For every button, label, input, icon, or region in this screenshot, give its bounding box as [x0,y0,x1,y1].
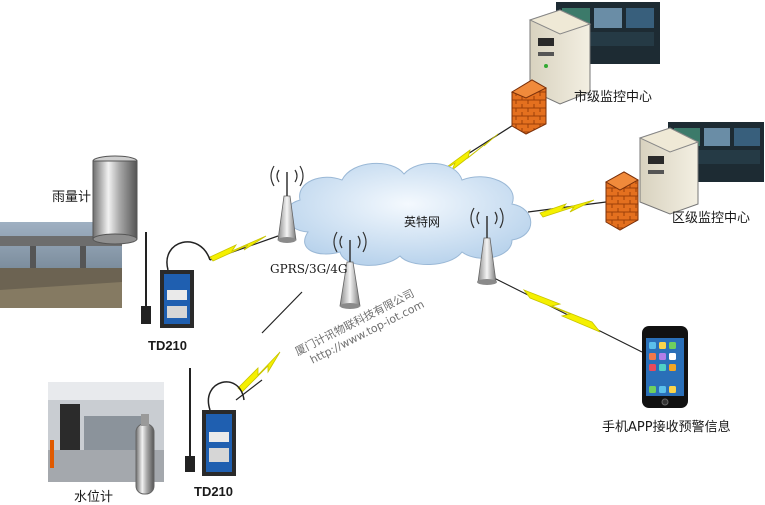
link-device-bottom [235,379,263,401]
label-gprs: GPRS/3G/4G [270,262,348,276]
label-td210-top: TD210 [148,338,188,353]
td210-device-bottom [185,368,245,476]
tower-gprs [270,165,304,243]
td210-device-top [141,232,211,328]
flood-scene-image [0,222,122,308]
lightning-bolt-district [539,199,595,218]
firewall-city [510,79,548,135]
label-internet: 英特网 [404,215,441,229]
lightning-bolt-mobile [522,289,601,333]
label-district-monitoring-center: 区级监控中心 [672,211,751,226]
label-mobile-app-alarm: 手机APP接收预警信息 [602,420,731,435]
link-district [527,201,607,213]
lightning-bolt-tower-left [209,235,267,262]
label-city-monitoring-center: 市级监控中心 [574,90,653,105]
firewall-district [604,171,640,231]
label-water-level: 水位计 [74,490,114,505]
tower-cloud-right [470,207,504,285]
mobile-phone-image [642,326,688,408]
label-rain-gauge: 雨量计 [52,190,92,205]
internet-cloud [285,162,532,266]
lightning-bolt-device-bottom [237,351,281,393]
rain-gauge-image [92,155,138,245]
city-monitoring-center-image [528,2,660,105]
link-tower-bottom [261,291,303,334]
wireless-signals [209,133,601,393]
tower-cloud-center [333,231,367,309]
lightning-bolt-city [435,133,499,176]
water-level-sensor-image [135,414,155,495]
label-td210-bottom: TD210 [194,484,234,499]
district-monitoring-center-image [638,122,764,215]
